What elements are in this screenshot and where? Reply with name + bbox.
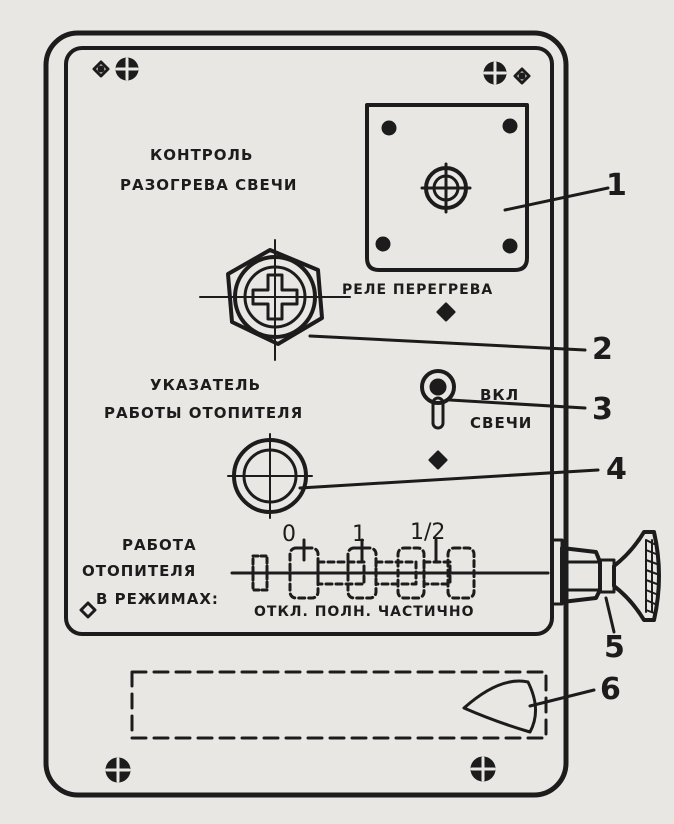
overheat-relay-label: РЕЛЕ ПЕРЕГРЕВА xyxy=(342,282,494,298)
rivet-icon xyxy=(428,450,448,470)
glow-plug-switch-label: СВЕЧИ xyxy=(470,414,533,432)
callout-number: 1 xyxy=(606,168,627,203)
rivet-icon xyxy=(436,302,456,322)
overheat-relay-plate xyxy=(365,103,529,272)
front-panel-outline xyxy=(64,46,554,636)
glow-plug-switch-label: ВКЛ xyxy=(480,386,520,404)
mode-position-label: 1/2 xyxy=(410,520,446,545)
mode-position-label: 1 xyxy=(352,522,366,547)
callout-leader-5 xyxy=(604,596,616,634)
mode-selector-rod xyxy=(230,538,550,600)
heater-indicator-label: УКАЗАТЕЛЬ xyxy=(150,376,262,394)
callout-number: 5 xyxy=(604,630,625,665)
callout-leader-3 xyxy=(448,398,587,410)
rivet-icon xyxy=(92,60,110,78)
mode-position-label: 0 xyxy=(282,522,296,547)
rivet-icon xyxy=(79,601,97,619)
screw-icon xyxy=(115,57,139,81)
glow-plug-indicator xyxy=(199,239,351,361)
callout-number: 2 xyxy=(592,332,613,367)
mode-label: РАБОТА xyxy=(122,536,197,554)
callout-leader-1 xyxy=(503,186,610,212)
screw-icon xyxy=(470,756,496,782)
callout-leader-4 xyxy=(298,468,600,490)
mode-names-label: ОТКЛ. ПОЛН. ЧАСТИЧНО xyxy=(254,604,475,620)
screw-icon xyxy=(105,757,131,783)
mode-label: ОТОПИТЕЛЯ xyxy=(82,562,197,580)
callout-leader-6 xyxy=(528,688,596,708)
heater-indicator-label: РАБОТЫ ОТОПИТЕЛЯ xyxy=(104,404,304,422)
housing-outline xyxy=(43,30,569,798)
screw-icon xyxy=(483,61,507,85)
glow-plug-toggle-switch xyxy=(420,369,456,430)
rivet-icon xyxy=(513,67,531,85)
glow-plug-control-label: КОНТРОЛЬ xyxy=(150,146,254,164)
callout-number: 4 xyxy=(606,452,627,487)
callout-number: 6 xyxy=(600,672,621,707)
mode-label: В РЕЖИМАХ: xyxy=(96,590,219,608)
mode-selector-knob xyxy=(550,530,661,622)
glow-plug-control-label: РАЗОГРЕВА СВЕЧИ xyxy=(120,176,298,194)
callout-number: 3 xyxy=(592,392,613,427)
callout-leader-2 xyxy=(308,334,587,352)
fuse-compartment xyxy=(130,670,548,740)
heater-operation-indicator xyxy=(227,433,313,519)
